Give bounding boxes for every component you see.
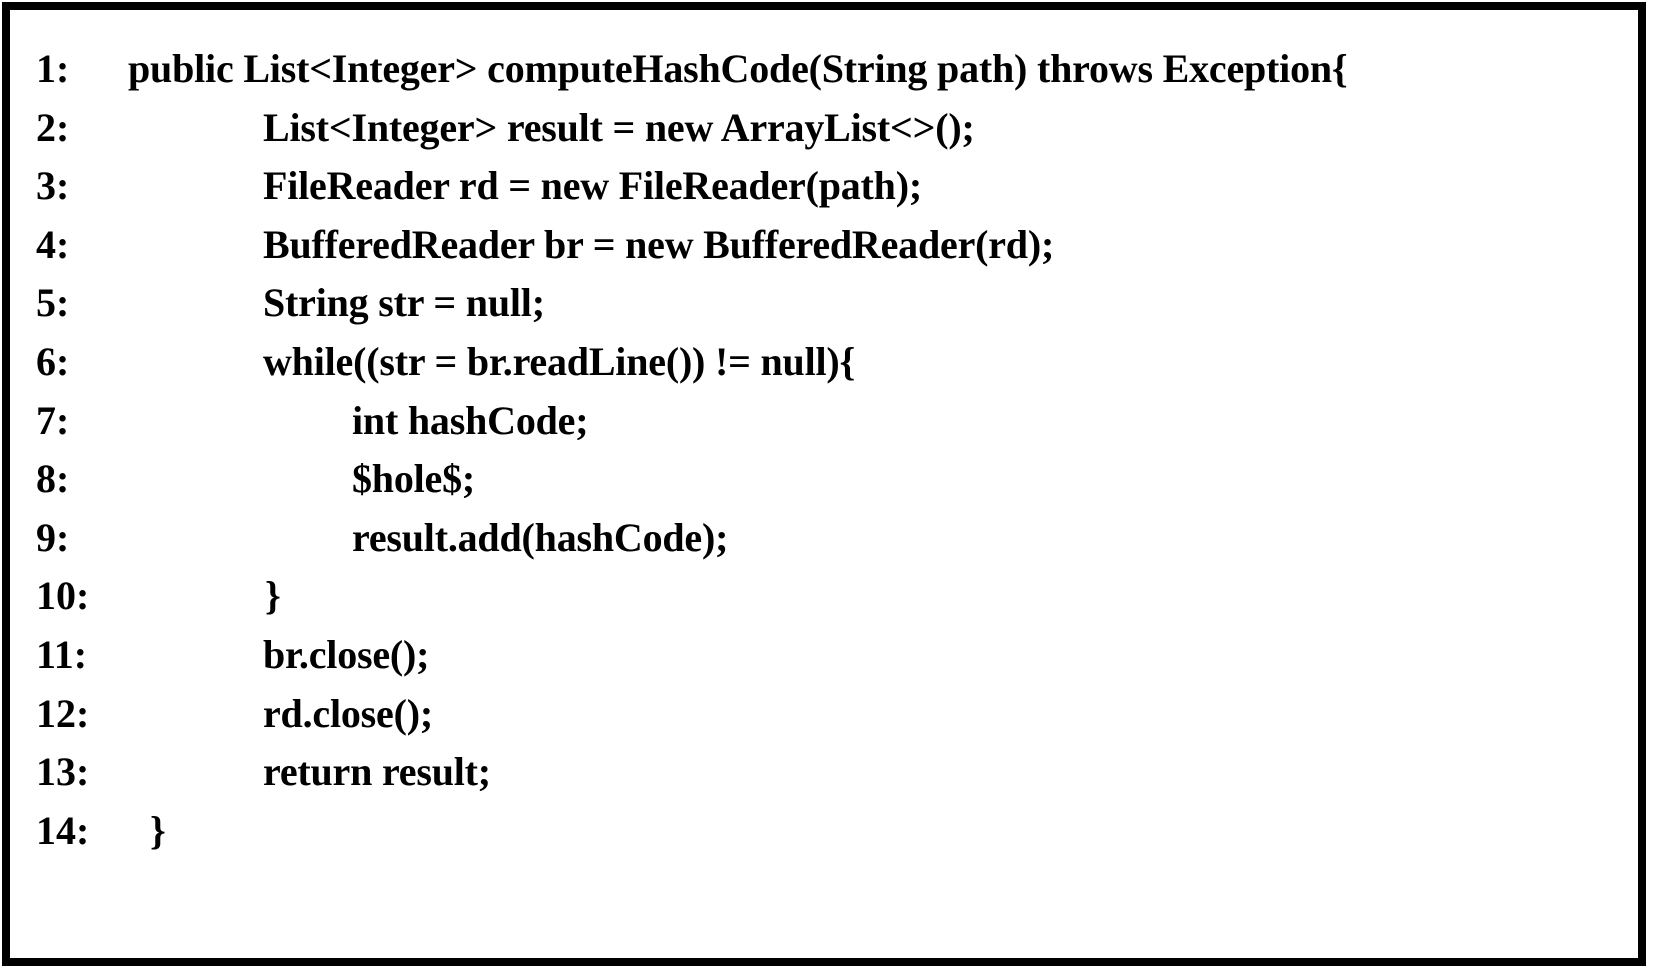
code-line: 13: return result; bbox=[10, 743, 1638, 802]
code-line: 7: int hashCode; bbox=[10, 392, 1638, 451]
line-number: 9: bbox=[36, 514, 70, 560]
line-code: return result; bbox=[263, 749, 491, 795]
code-line: 12: rd.close(); bbox=[10, 685, 1638, 744]
line-code: $hole$; bbox=[352, 456, 476, 502]
line-number: 6: bbox=[36, 338, 70, 384]
line-number: 7: bbox=[36, 397, 70, 443]
line-code: while((str = br.readLine()) != null){ bbox=[263, 338, 856, 384]
line-number: 14: bbox=[36, 807, 90, 853]
line-code: BufferedReader br = new BufferedReader(r… bbox=[263, 221, 1055, 267]
line-code: List<Integer> result = new ArrayList<>()… bbox=[263, 104, 975, 150]
code-line: 2: List<Integer> result = new ArrayList<>… bbox=[10, 99, 1638, 158]
line-code: int hashCode; bbox=[352, 397, 589, 443]
line-code: } bbox=[265, 573, 281, 619]
line-number: 8: bbox=[36, 456, 70, 502]
line-number: 11: bbox=[36, 631, 88, 677]
line-number: 5: bbox=[36, 280, 70, 326]
code-line: 4: BufferedReader br = new BufferedReader… bbox=[10, 216, 1638, 275]
code-line: 5: String str = null; bbox=[10, 274, 1638, 333]
code-line: 11: br.close(); bbox=[10, 626, 1638, 685]
line-number: 1: bbox=[36, 46, 70, 91]
line-number: 2: bbox=[36, 104, 70, 150]
line-number: 13: bbox=[36, 749, 90, 795]
line-number: 4: bbox=[36, 221, 70, 267]
line-number: 10: bbox=[36, 573, 90, 619]
code-line: 3: FileReader rd = new FileReader(path); bbox=[10, 157, 1638, 216]
line-code: br.close(); bbox=[263, 631, 430, 677]
code-line: 8: $hole$; bbox=[10, 450, 1638, 509]
line-code: public List<Integer> computeHashCode(Str… bbox=[128, 46, 1348, 91]
code-listing: 1: public List<Integer> computeHashCode(S… bbox=[10, 10, 1638, 958]
code-line: 1: public List<Integer> computeHashCode(S… bbox=[10, 40, 1638, 99]
code-line: 14:} bbox=[10, 802, 1638, 861]
line-code: rd.close(); bbox=[263, 690, 433, 736]
code-line: 6: while((str = br.readLine()) != null){ bbox=[10, 333, 1638, 392]
line-code: result.add(hashCode); bbox=[352, 514, 729, 560]
line-code: FileReader rd = new FileReader(path); bbox=[263, 163, 922, 209]
code-line: 10:} bbox=[10, 567, 1638, 626]
line-number: 3: bbox=[36, 163, 70, 209]
code-line: 9: result.add(hashCode); bbox=[10, 509, 1638, 568]
line-code: } bbox=[150, 807, 166, 853]
line-number: 12: bbox=[36, 690, 90, 736]
line-code: String str = null; bbox=[263, 280, 545, 326]
